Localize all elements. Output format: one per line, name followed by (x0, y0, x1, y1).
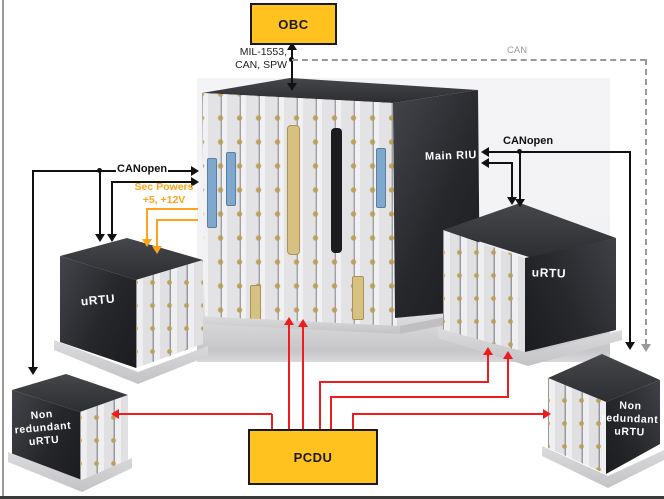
sec-powers-label: Sec Powers +5, +12V (131, 181, 197, 207)
urtu-right-side-face (525, 238, 616, 352)
canopen-left-drop-urtu-b (111, 181, 113, 235)
main-riu-label: Main RIU (424, 149, 478, 163)
arrowhead-down (287, 83, 297, 91)
pcdu-power-urtu-right-1-up (487, 355, 489, 382)
pcdu-power-urtu-right-2-h (330, 396, 509, 398)
canopen-right-drop-urtu (519, 151, 521, 200)
nonred-right-label-line3: uRTU (614, 425, 645, 439)
sec-power-line-1-v (146, 208, 148, 240)
pcdu-power-riu-2 (302, 327, 304, 429)
arrowhead-down (95, 234, 105, 242)
nonred-left-label: Non redundant uRTU (8, 406, 77, 451)
nonred-right-label: Non redundant uRTU (599, 399, 660, 440)
pcdu-power-nonred-right-v (352, 414, 354, 429)
pcdu-power-left-h (119, 413, 272, 415)
arrowhead-up (483, 347, 493, 355)
arrowhead-down (28, 367, 38, 375)
arrowhead-right (191, 177, 199, 187)
obc-riu-bus-label-line2: CAN, SPW (235, 58, 287, 71)
canopen-right-label: CANopen (503, 135, 554, 147)
arrowhead-up (284, 317, 294, 325)
arrowhead-down (507, 197, 517, 205)
arrowhead-down (641, 344, 651, 352)
arrowhead-down (515, 199, 525, 207)
canopen-right-line-b (487, 162, 513, 164)
pcdu-node: PCDU (248, 429, 378, 485)
bus-junction-dot (97, 168, 102, 173)
arrowhead-up (287, 42, 297, 50)
canopen-right-drop-urtu-b (511, 162, 513, 198)
arrowhead-left (481, 158, 489, 168)
pcdu-power-left-v (271, 414, 273, 429)
pcdu-label: PCDU (293, 449, 333, 465)
pcdu-power-urtu-right-1-v (319, 382, 321, 429)
canopen-right-drop-nonred (629, 151, 631, 343)
arrowhead-up (298, 319, 308, 327)
arrowhead-down (152, 246, 162, 254)
arrowhead-right (191, 166, 199, 176)
canopen-right-line-a (487, 151, 631, 153)
arrowhead-up (503, 351, 513, 359)
arrowhead-left (481, 147, 489, 157)
sec-power-line-2-h (156, 219, 198, 221)
obc-node: OBC (250, 3, 337, 45)
canopen-left-drop-nonred (32, 170, 34, 368)
canopen-left-line-b (112, 181, 193, 183)
dsub-connector-dark (331, 128, 342, 253)
canopen-left-label: CANopen (116, 163, 169, 175)
pcdu-power-nonred-right-h (352, 413, 545, 415)
obc-riu-bus-label: MIL-1553, CAN, SPW (225, 46, 287, 71)
sec-powers-label-line2: +5, +12V (142, 194, 186, 206)
canopen-left-drop-urtu (99, 170, 101, 235)
pcdu-power-urtu-right-2-up (507, 359, 509, 397)
sec-power-line-1-h (146, 208, 198, 210)
dsub-connector-blue (226, 152, 236, 206)
dsub-connector-tan (287, 125, 300, 255)
sec-powers-label-line1: Sec Powers (134, 181, 194, 193)
arrowhead-right (543, 409, 551, 419)
dsub-connector-blue (376, 148, 386, 208)
urtu-right-label: uRTU (531, 265, 567, 281)
bus-junction-dot (517, 149, 522, 154)
pcdu-power-riu-1 (288, 325, 290, 429)
obc-riu-bus-line (291, 47, 293, 85)
can-bus-line-vertical (645, 59, 647, 345)
arrowhead-down (142, 239, 152, 247)
nonred-right-label-line2: redundant (601, 412, 659, 426)
pcdu-power-urtu-right-2-v (330, 397, 332, 429)
obc-riu-bus-label-line1: MIL-1553, (239, 46, 287, 58)
arrowhead-down (107, 234, 117, 242)
can-bus-line-horizontal (292, 59, 646, 61)
dsub-connector-blue (207, 158, 217, 228)
page-left-border (2, 0, 4, 499)
sec-power-line-2-v (156, 219, 158, 247)
dsub-connector-tan (352, 276, 364, 320)
canopen-left-line-a (33, 170, 193, 172)
arrowhead-left (111, 409, 119, 419)
page-bottom-border (0, 496, 664, 499)
can-bus-label: CAN (507, 45, 528, 56)
pcdu-power-urtu-right-1-h (319, 381, 489, 383)
bus-junction-dot (289, 57, 294, 62)
obc-label: OBC (278, 16, 309, 32)
arrowhead-down (625, 342, 635, 350)
